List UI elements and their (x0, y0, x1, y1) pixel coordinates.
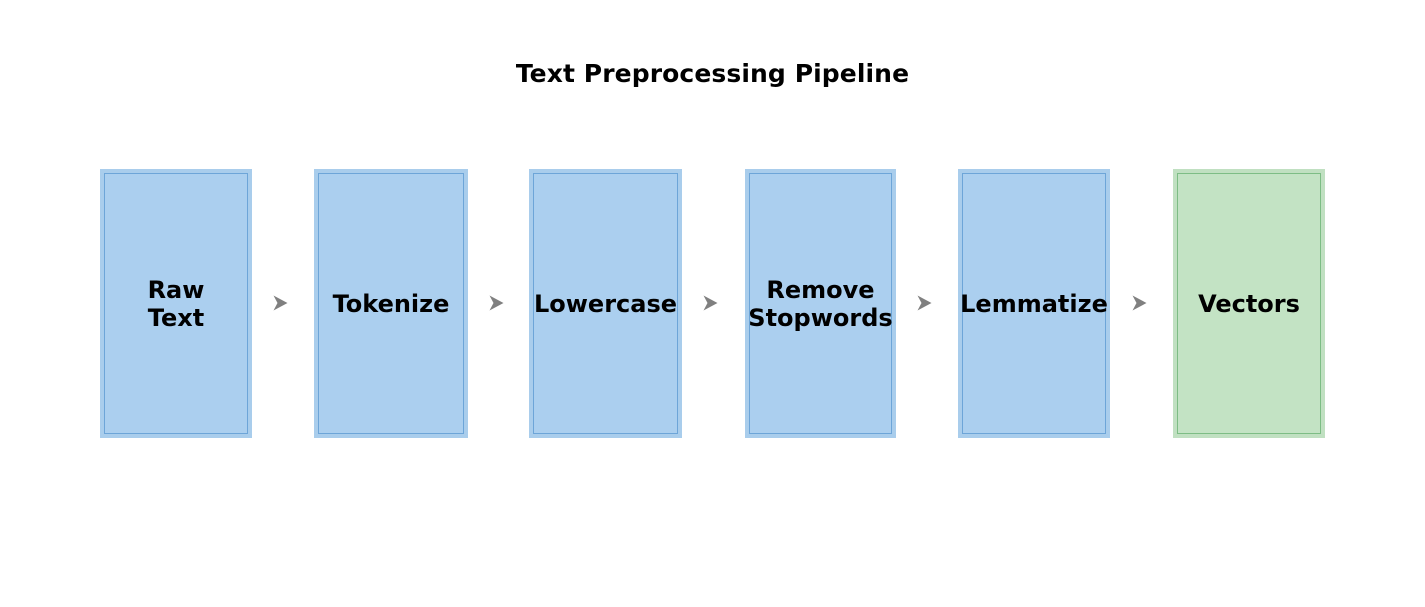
stage-box-raw-text (100, 169, 252, 438)
stage-label-raw-text: Raw Text (147, 275, 205, 332)
pipeline-stage-lowercase[interactable]: Lowercase (529, 169, 682, 438)
pipeline-flow: Raw Text Tokenize Lowercase Remove Stopword… (0, 169, 1425, 439)
stage-label-lemmatize: Lemmatize (960, 289, 1108, 318)
pipeline-stage-vectors[interactable]: Vectors (1173, 169, 1325, 438)
stage-box-remove-stopwords (745, 169, 896, 438)
stage-label-tokenize: Tokenize (332, 289, 450, 318)
pipeline-stage-raw-text[interactable]: Raw Text (100, 169, 252, 438)
stage-box-vectors (1173, 169, 1325, 438)
stage-label-remove-stopwords: Remove Stopwords (748, 275, 893, 332)
pipeline-stage-remove-stopwords[interactable]: Remove Stopwords (745, 169, 896, 438)
pipeline-stage-lemmatize[interactable]: Lemmatize (958, 169, 1110, 438)
stage-label-lowercase: Lowercase (533, 289, 678, 318)
page-title: Text Preprocessing Pipeline (515, 59, 910, 88)
arrow-right-icon-remove-stopwords-to-lemmatize (916, 293, 934, 313)
arrow-right-icon-raw-text-to-tokenize (272, 293, 290, 313)
arrow-right-icon-tokenize-to-lowercase (488, 293, 506, 313)
arrow-right-icon-lowercase-to-remove-stopwords (702, 293, 720, 313)
pipeline-stage-tokenize[interactable]: Tokenize (314, 169, 468, 438)
stage-box-lemmatize (958, 169, 1110, 438)
stage-label-vectors: Vectors (1198, 289, 1300, 318)
stage-box-tokenize (314, 169, 468, 438)
stage-box-lowercase (529, 169, 682, 438)
arrow-right-icon-lemmatize-to-vectors (1131, 293, 1149, 313)
